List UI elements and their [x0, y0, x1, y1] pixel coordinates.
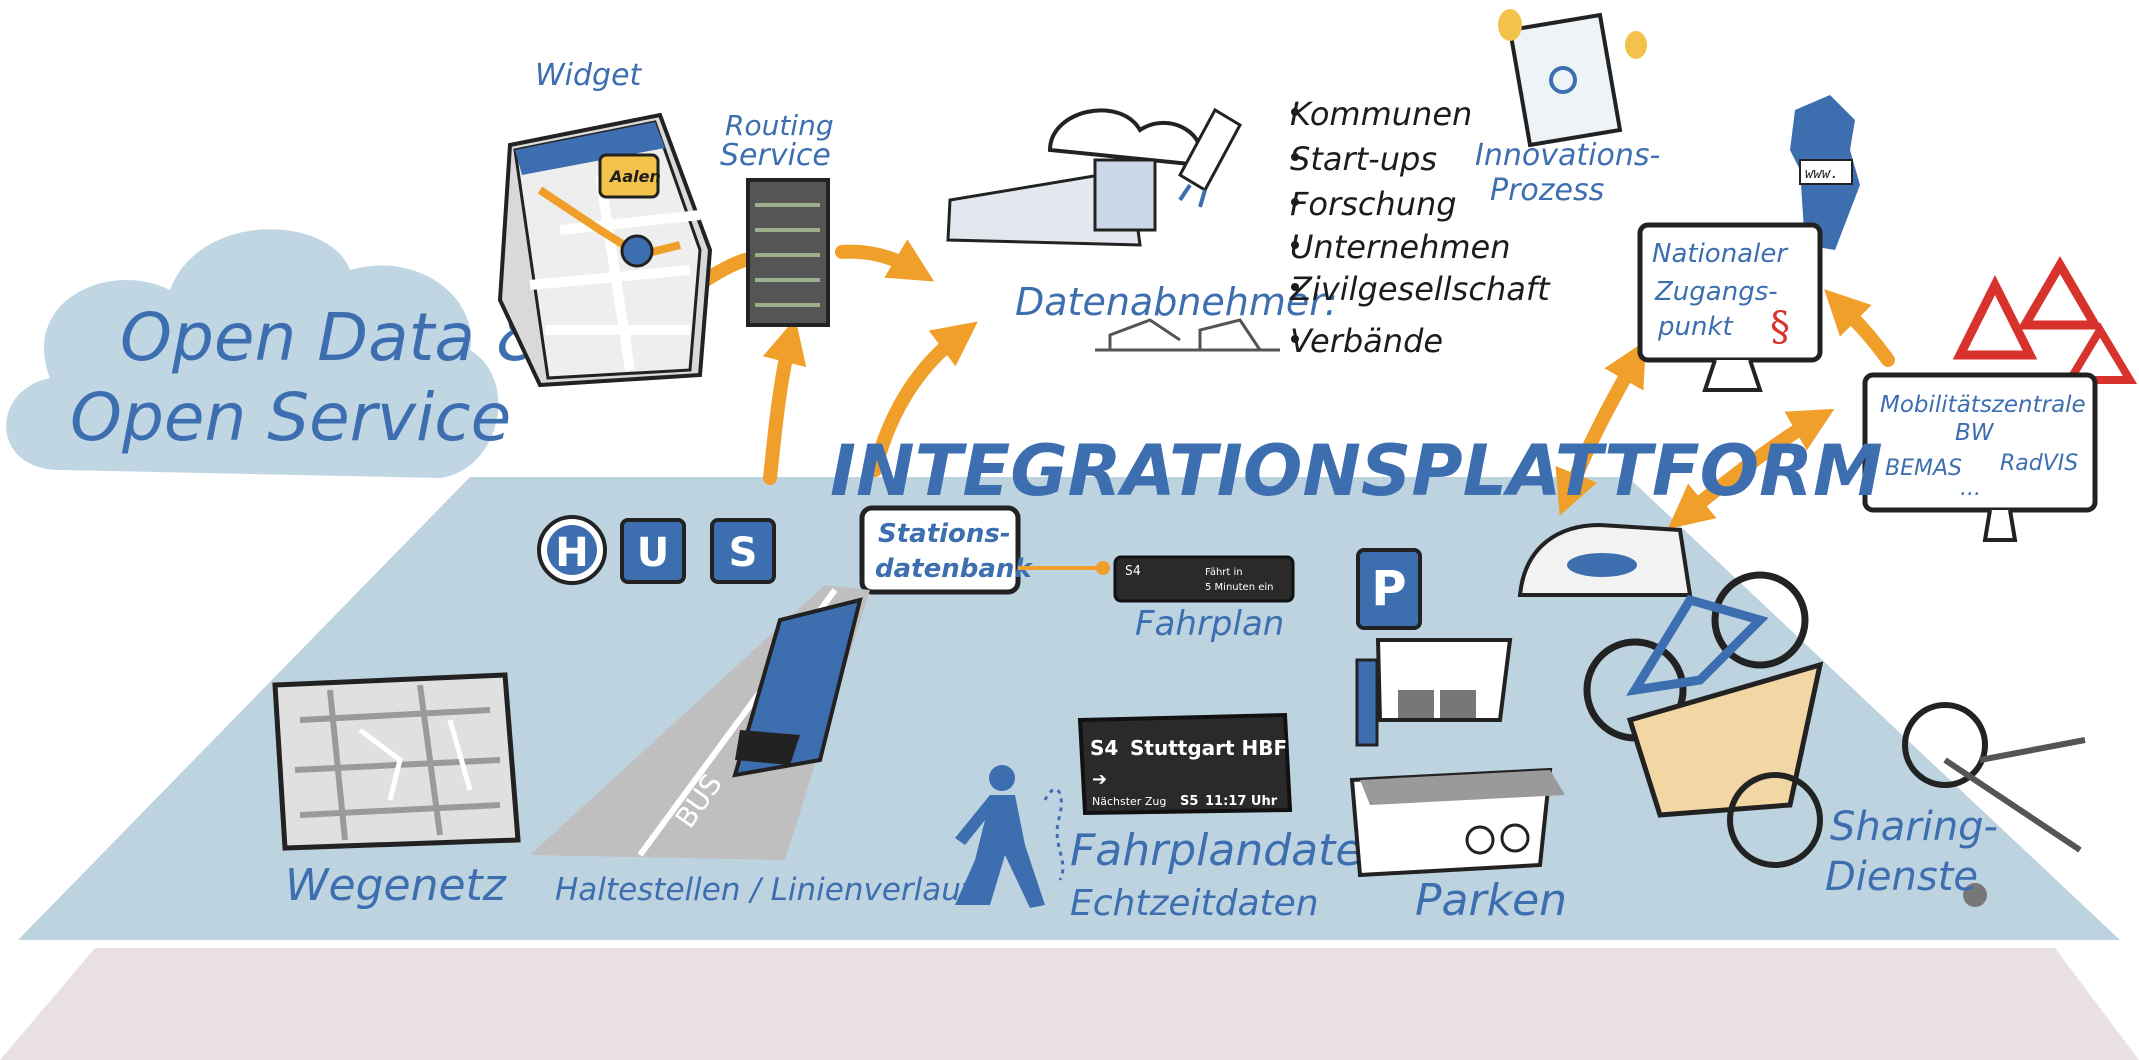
- arrow-platform-to-routing: [762, 318, 807, 485]
- station-database: Stations- datenbank: [859, 505, 1110, 595]
- routing-label-2: Service: [720, 138, 831, 173]
- mobility-more: ...: [1960, 476, 1981, 501]
- data-consumers-label: Datenabnehmer:: [1015, 280, 1338, 324]
- lightbulb-icon: [1625, 31, 1647, 59]
- warning-sign-icon: [2017, 256, 2103, 330]
- bus-road: BUS: [530, 585, 870, 860]
- routing-service-server: Routing Service: [720, 109, 834, 327]
- label-fahrplandaten: Fahrplandaten: [1070, 825, 1390, 876]
- nap-map-tag: www.: [1805, 166, 1839, 182]
- station-db-line-2: datenbank: [875, 554, 1033, 584]
- warning-signs: [1952, 256, 2138, 384]
- departure-next-label: Nächster Zug: [1092, 795, 1166, 808]
- bus-stop-letter-h: H: [555, 530, 588, 576]
- arrow-right-icon: ➔: [1092, 769, 1107, 790]
- label-haltestellen: Haltestellen / Linienverlauf: [555, 872, 976, 908]
- bus-stop-sign: H U S: [537, 515, 776, 585]
- innovation-line-2: Prozess: [1490, 173, 1604, 208]
- label-echtzeitdaten: Echtzeitdaten: [1070, 883, 1319, 924]
- departure-line-id: S4: [1090, 736, 1118, 760]
- arrow-platform-nap: [1555, 340, 1647, 516]
- arrow-platform-mobility: [1667, 408, 1835, 530]
- label-parken: Parken: [1415, 875, 1567, 926]
- location-pin-icon: [620, 234, 654, 268]
- mobility-item-1: BEMAS: [1885, 456, 1962, 481]
- arrow-mobility-to-nap: [1824, 289, 1895, 367]
- consumer-bullets: [1291, 108, 1299, 343]
- widget-label: Widget: [535, 58, 643, 93]
- national-access-point: www. Nationaler Zugangs- punkt §: [1637, 95, 1860, 392]
- timetable-sign-text-1: Fährt in: [1205, 567, 1243, 578]
- warning-sign-icon: [1952, 274, 2038, 360]
- innovation-process: Innovations- Prozess: [1475, 9, 1660, 208]
- paragraph-symbol: §: [1770, 304, 1790, 350]
- cloud-line-1: Open Data &: [120, 299, 547, 376]
- nap-line-1: Nationaler: [1652, 239, 1789, 269]
- bus-stop-letter-u: U: [637, 530, 669, 576]
- consumer-item-0: Kommunen: [1290, 95, 1472, 133]
- consumer-item-1: Start-ups: [1290, 140, 1437, 178]
- nap-line-3: punkt: [1657, 312, 1734, 342]
- consumer-item-3: Unternehmen: [1290, 228, 1510, 266]
- platform-shadow: [0, 948, 2139, 1060]
- departure-destination: Stuttgart HBF: [1130, 736, 1287, 760]
- bicycle-icon: [1465, 825, 1495, 855]
- widget-tablet: Widget Aalen: [497, 58, 713, 388]
- label-sharing-2: Dienste: [1825, 854, 1978, 900]
- station-db-line-1: Stations-: [878, 519, 1011, 549]
- nap-line-2: Zugangs-: [1654, 277, 1778, 307]
- departure-next-time: 11:17 Uhr: [1205, 794, 1278, 809]
- scooter-icon: [1943, 737, 2086, 853]
- consumer-item-2: Forschung: [1290, 185, 1457, 223]
- innovation-line-1: Innovations-: [1475, 138, 1660, 173]
- parking-sign-letter: P: [1371, 561, 1406, 617]
- sharing-services: Sharing- Dienste: [1517, 522, 2086, 907]
- data-consumers: Datenabnehmer: Kommunen Start-ups Forsch…: [946, 95, 1551, 360]
- bus-icon: [732, 597, 863, 778]
- rocket-icon: [1178, 107, 1242, 193]
- open-data-cloud: Open Data & Open Service: [6, 229, 547, 478]
- mobility-center: Mobilitätszentrale BW BEMAS RadVIS ...: [1862, 372, 2098, 542]
- parking-sign-icon: [1356, 548, 1422, 630]
- parking-area: P Parken: [1349, 548, 1567, 926]
- timetable-label: Fahrplan: [1135, 604, 1284, 644]
- cloud-line-2: Open Service: [70, 379, 511, 456]
- arrow-routing-to-consumers: [835, 239, 935, 282]
- timetable-line-id: S4: [1125, 564, 1141, 579]
- consumer-item-4: Zivilgesellschaft: [1289, 270, 1551, 308]
- departure-board: S4 Stuttgart HBF ➔ Nächster Zug S5 11:17…: [1077, 712, 1293, 816]
- label-wegenetz: Wegenetz: [285, 860, 507, 911]
- timetable-display: S4 Fährt in 5 Minuten ein Fahrplan: [1113, 555, 1295, 644]
- label-sharing-1: Sharing-: [1830, 804, 1998, 850]
- consumer-item-5: Verbände: [1290, 322, 1443, 360]
- warning-sign-icon: [2062, 322, 2138, 384]
- platform-title: INTEGRATIONSPLATTFORM: [830, 430, 1883, 512]
- arrow-platform-to-consumers: [868, 321, 978, 477]
- pedestrian-icon: [955, 765, 1065, 908]
- departure-next-line: S5: [1180, 794, 1198, 809]
- lightbulb-icon: [1498, 9, 1522, 41]
- mobility-line-2: BW: [1955, 420, 1995, 446]
- routing-label-1: Routing: [725, 109, 834, 142]
- timetable-sign-text-2: 5 Minuten ein: [1205, 582, 1273, 593]
- mobility-line-1: Mobilitätszentrale: [1880, 392, 2086, 418]
- widget-map-place: Aalen: [608, 167, 661, 186]
- bus-stop-letter-s: S: [729, 530, 758, 576]
- mobility-item-2: RadVIS: [2000, 451, 2078, 476]
- road-network-map: Wegenetz: [272, 672, 521, 911]
